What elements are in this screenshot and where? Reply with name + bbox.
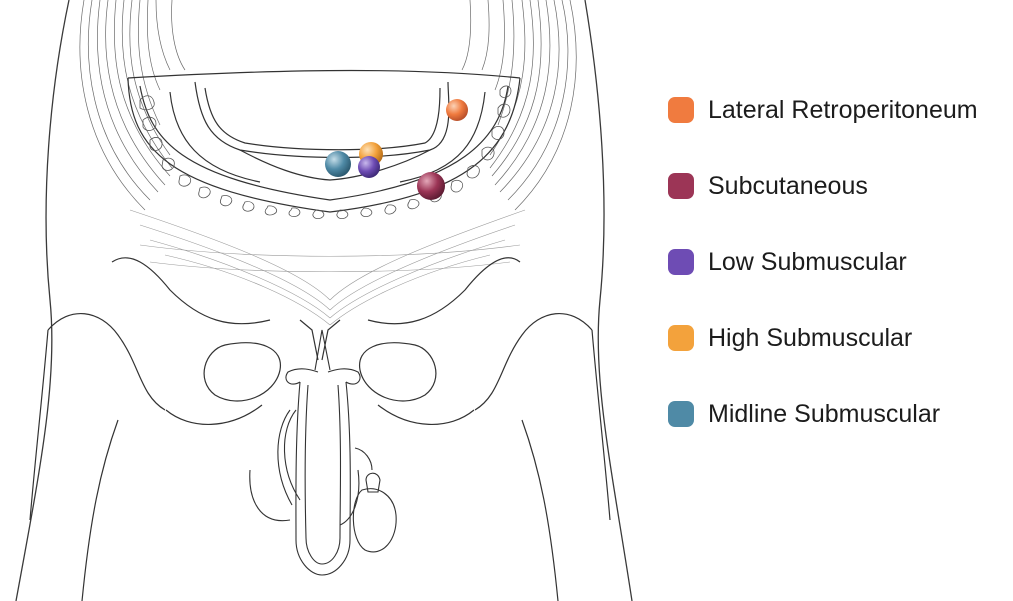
legend-label: Lateral Retroperitoneum (708, 96, 978, 124)
legend-item-midline-submuscular: Midline Submuscular (668, 392, 1008, 468)
marker-lateral-retroperitoneum (446, 99, 468, 121)
legend-label: Midline Submuscular (708, 400, 941, 428)
legend-label: High Submuscular (708, 324, 913, 352)
legend-swatch (668, 173, 694, 199)
legend-item-lateral-retroperitoneum: Lateral Retroperitoneum (668, 88, 1008, 164)
legend: Lateral Retroperitoneum Subcutaneous Low… (668, 88, 1008, 468)
abdominal-wall-right (461, 0, 577, 211)
pelvic-basin (127, 69, 521, 213)
fascia-lines (129, 209, 526, 326)
reservoir-markers (325, 99, 468, 200)
legend-item-subcutaneous: Subcutaneous (668, 164, 1008, 240)
penile-prosthesis (249, 329, 397, 576)
legend-label: Low Submuscular (708, 248, 907, 276)
legend-swatch (668, 401, 694, 427)
marker-low-submuscular (358, 156, 380, 178)
marker-midline-submuscular (325, 151, 351, 177)
abdominal-wall-left (79, 0, 186, 211)
legend-swatch (668, 325, 694, 351)
marker-subcutaneous (417, 172, 445, 200)
hip-bones (29, 257, 611, 601)
fat-lobules (139, 85, 512, 219)
body-outline (15, 0, 633, 601)
legend-swatch (668, 97, 694, 123)
legend-label: Subcutaneous (708, 172, 868, 200)
legend-item-high-submuscular: High Submuscular (668, 316, 1008, 392)
legend-swatch (668, 249, 694, 275)
pelvis-illustration (15, 0, 633, 601)
legend-item-low-submuscular: Low Submuscular (668, 240, 1008, 316)
